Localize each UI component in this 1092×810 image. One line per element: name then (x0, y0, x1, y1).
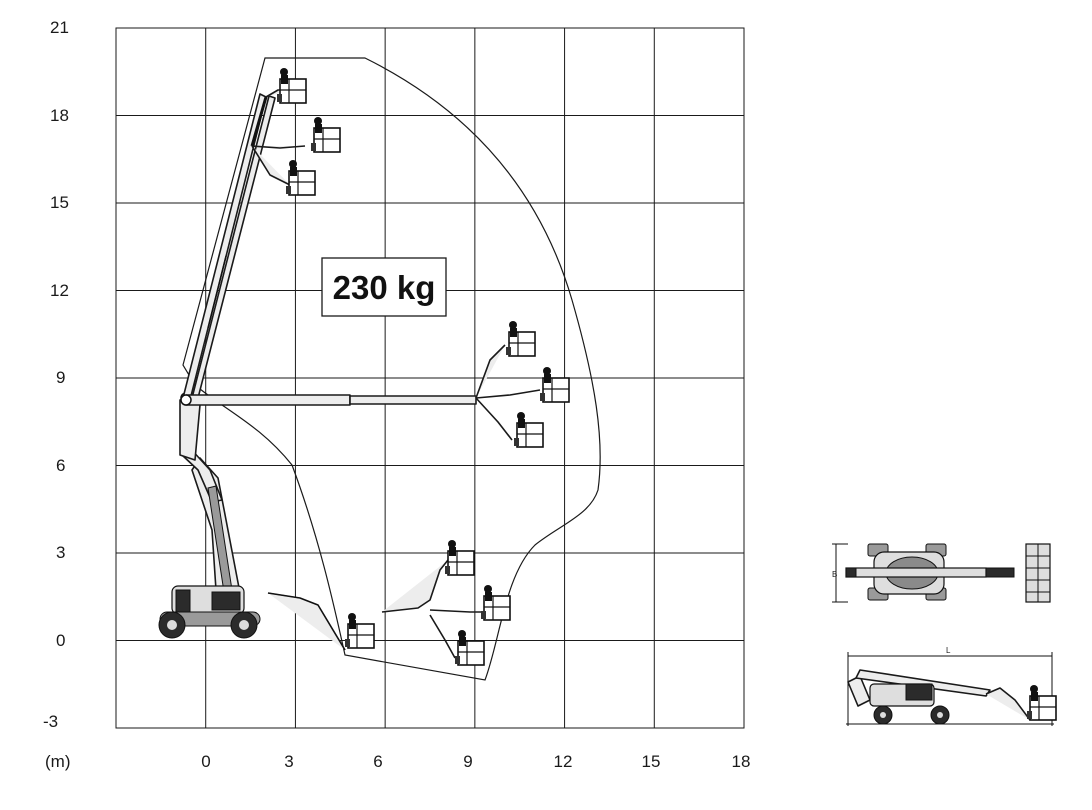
y-tick-6: 6 (56, 456, 65, 475)
length-label: L (946, 646, 951, 655)
boom-low-1 (267, 592, 346, 651)
width-label: B (832, 570, 837, 579)
unit-label: (m) (45, 752, 70, 771)
y-tick-18: 18 (50, 106, 69, 125)
baskets-top (276, 67, 341, 196)
y-tick-0: 0 (56, 631, 65, 650)
working-envelope (182, 57, 601, 681)
baskets-right (505, 320, 570, 448)
x-tick-0: 0 (201, 752, 210, 771)
y-tick-minus-3: -3 (43, 712, 58, 731)
inset-side-view: L (846, 646, 1057, 726)
y-tick-3: 3 (56, 543, 65, 562)
x-axis-labels: (m) 0 3 6 9 12 15 18 (45, 752, 750, 771)
x-tick-9: 9 (463, 752, 472, 771)
boom-horizontal (180, 344, 541, 441)
capacity-label: 230 kg (333, 269, 436, 306)
machine-main (158, 392, 261, 639)
boom-low-2 (381, 559, 485, 659)
x-tick-15: 15 (642, 752, 661, 771)
y-tick-21: 21 (50, 18, 69, 37)
x-tick-12: 12 (554, 752, 573, 771)
inset-top-view: B (832, 543, 1051, 603)
y-tick-15: 15 (50, 193, 69, 212)
x-tick-6: 6 (373, 752, 382, 771)
x-tick-3: 3 (284, 752, 293, 771)
y-tick-12: 12 (50, 281, 69, 300)
boom-vertical (182, 89, 306, 401)
baskets-low-2 (444, 539, 511, 666)
baskets-low-1 (344, 612, 375, 649)
y-tick-9: 9 (56, 368, 65, 387)
capacity-box: 230 kg (321, 257, 447, 317)
x-tick-18: 18 (732, 752, 751, 771)
y-axis-labels: 21 18 15 12 9 6 3 0 -3 (43, 18, 69, 731)
